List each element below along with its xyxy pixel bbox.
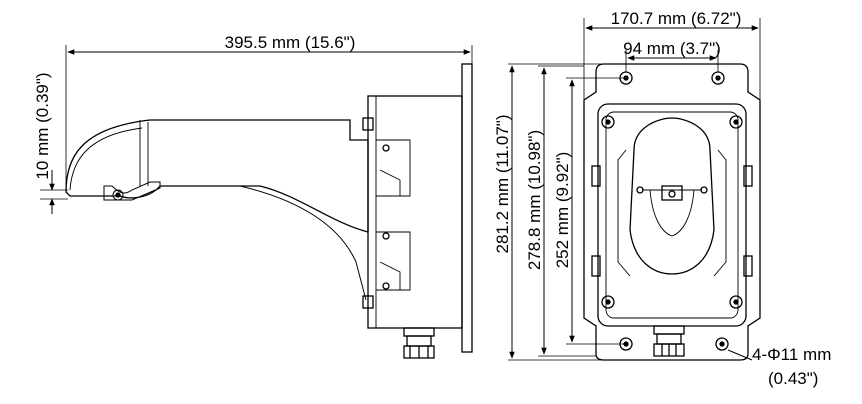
- hole-diameter-label: 4-Φ11 mm: [752, 345, 831, 364]
- front-hole-spacing-label: 94 mm (3.7"): [623, 39, 721, 58]
- mount-box: [367, 95, 463, 329]
- side-view: [40, 45, 473, 359]
- front-plate-height-label: 278.8 mm (10.98"): [525, 130, 544, 270]
- front-outer-plate: [583, 63, 761, 361]
- hole-diameter-inch-label: (0.43"): [768, 369, 818, 388]
- cable-gland: [403, 327, 435, 359]
- front-hole-height-label: 252 mm (9.92"): [553, 152, 572, 269]
- front-overall-height-label: 281.2 mm (11.07"): [493, 115, 512, 254]
- side-height-label: 10 mm (0.39"): [33, 72, 52, 179]
- bracket-arm: [65, 119, 369, 233]
- front-view: [508, 18, 761, 361]
- front-inner-box: [597, 103, 747, 327]
- front-width-label: 170.7 mm (6.72"): [611, 9, 742, 28]
- arm-opening: [629, 117, 715, 275]
- side-width-label: 395.5 mm (15.6"): [225, 33, 356, 52]
- front-cable-gland: [653, 325, 685, 357]
- mount-hole-icon: [715, 337, 729, 351]
- wall-plate: [461, 63, 473, 353]
